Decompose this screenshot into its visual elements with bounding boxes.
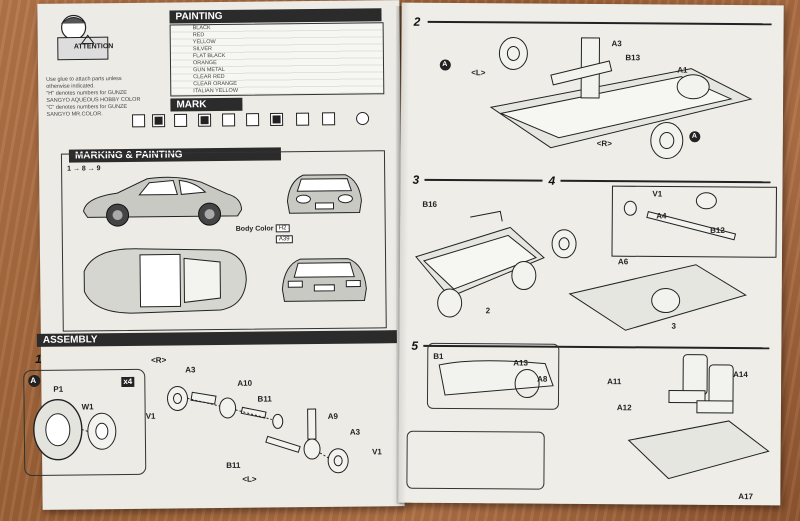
paint-row: CLEAR ORANGE (193, 80, 237, 88)
step-rule (560, 179, 771, 184)
suspension-drawing (166, 385, 349, 474)
mascot-icon (57, 14, 109, 61)
marker-label: A (691, 132, 697, 140)
paint-row: ORANGE (192, 60, 217, 67)
paint-row: YELLOW (192, 39, 216, 46)
body-color-code: A39 (275, 235, 293, 244)
part-label: B12 (710, 225, 725, 235)
step-rule (424, 178, 543, 182)
paint-row: BLACK (192, 25, 211, 32)
right-page: 2 A3 B13 A1 <L> <R> A A 3 4 (398, 2, 784, 506)
paint-row: GUN METAL (193, 66, 225, 74)
callout-number: 2 (485, 306, 491, 316)
seats-drawing (627, 354, 770, 480)
assembly-title: ASSEMBLY (36, 330, 397, 347)
part-label: A1 (677, 65, 688, 75)
part-label: B1 (433, 351, 444, 361)
step-number: 5 (411, 338, 419, 353)
left-side-label: <L> (471, 68, 486, 78)
chassis-drawing (489, 36, 753, 160)
part-label: A6 (617, 257, 629, 267)
step-rule (427, 20, 772, 26)
paint-row: RED (192, 32, 205, 39)
instrument-panel (406, 430, 545, 490)
painting-title: PAINTING (169, 8, 382, 24)
car-top-view (83, 248, 247, 314)
part-label: A8 (537, 374, 548, 384)
quantity-badge: x4 (121, 376, 135, 388)
part-label: A12 (616, 403, 632, 413)
step-number: 1 (35, 351, 42, 366)
right-side-label: <R> (596, 139, 612, 149)
rear-axle-drawing (551, 185, 777, 331)
car-front-view (286, 174, 362, 214)
mark-icons-row (132, 112, 370, 128)
tire-and-wheel-drawing (33, 399, 117, 461)
marker-icon (689, 131, 701, 143)
marker-icon (439, 59, 451, 71)
left-page: ATTENTION Use glue to attach parts unles… (23, 0, 405, 510)
car-side-view (83, 176, 243, 227)
part-label: A4 (656, 211, 667, 221)
part-label: B13 (625, 53, 641, 63)
note-line: Use glue to attach parts unless (46, 76, 122, 83)
note-line: SANGYO MR.COLOR. (46, 111, 103, 118)
part-label: B16 (422, 199, 438, 209)
part-label: A14 (733, 369, 748, 380)
part-label: A17 (738, 492, 754, 502)
marker-label: A (442, 60, 448, 68)
dashboard-drawing (438, 360, 554, 399)
body-color-label: Body Color (235, 225, 274, 233)
car-rear-view (281, 258, 367, 302)
part-label: A11 (607, 377, 622, 387)
callout-number: 3 (671, 321, 676, 331)
right-side-label: <R> (151, 355, 167, 365)
paint-row: CLEAR RED (193, 73, 225, 81)
wheel-marker: A (30, 375, 37, 386)
wheel-marker-icon (28, 374, 41, 387)
part-label: A3 (611, 39, 622, 49)
note-line: "C" denotes numbers for GUNZE (46, 103, 128, 111)
floor-pan-drawing (415, 210, 545, 318)
paint-row: FLAT BLACK (192, 52, 226, 60)
body-color-code: H2 (275, 224, 290, 233)
part-label: A13 (513, 358, 528, 368)
part-label: V1 (652, 189, 663, 199)
step-number: 3 (412, 172, 420, 187)
mark-title: MARK (170, 97, 243, 112)
paint-row: SILVER (192, 46, 213, 53)
paint-row: ITALIAN YELLOW (193, 87, 239, 95)
painting-table: BLACK RED YELLOW SILVER FLAT BLACK ORANG… (169, 22, 385, 97)
attention-label: ATTENTION (73, 43, 114, 51)
step-number: 2 (413, 14, 421, 29)
